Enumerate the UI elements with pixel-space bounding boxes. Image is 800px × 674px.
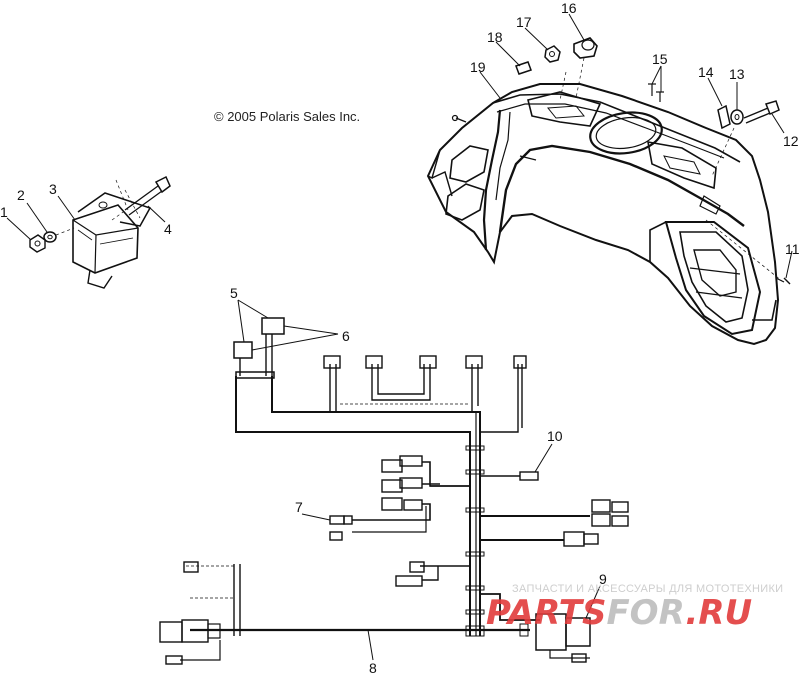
watermark-logo-left: PARTS (486, 593, 606, 633)
callout-7: 7 (295, 499, 303, 515)
dash-panel (426, 83, 780, 346)
callout-14: 14 (698, 64, 714, 80)
callout-3: 3 (49, 181, 57, 197)
callout-10: 10 (547, 428, 563, 444)
callout-6: 6 (342, 328, 350, 344)
callout-1: 1 (0, 204, 8, 220)
callout-5: 5 (230, 285, 238, 301)
control-module (29, 175, 171, 289)
copyright-text: © 2005 Polaris Sales Inc. (214, 109, 360, 124)
hardware-items (515, 37, 791, 285)
callout-9: 9 (599, 571, 607, 587)
callout-4: 4 (164, 221, 172, 237)
watermark-tagline: ЗАПЧАСТИ И АКСЕССУАРЫ ДЛЯ МОТОТЕХНИКИ (512, 583, 783, 595)
watermark-logo-mid: FOR (606, 593, 685, 633)
callout-11: 11 (785, 241, 800, 257)
callout-15: 15 (652, 51, 668, 67)
watermark: ЗАПЧАСТИ И АКСЕССУАРЫ ДЛЯ МОТОТЕХНИКИ PA… (486, 583, 783, 633)
callout-18: 18 (487, 29, 503, 45)
callout-13: 13 (729, 66, 745, 82)
callout-12: 12 (783, 133, 799, 149)
svg-text:PARTSFOR.RU: PARTSFOR.RU (486, 593, 752, 633)
callout-2: 2 (17, 187, 25, 203)
callout-16: 16 (561, 0, 577, 16)
watermark-logo-right: .RU (685, 593, 752, 633)
callout-17: 17 (516, 14, 532, 30)
callout-19: 19 (470, 59, 486, 75)
wiring-harness (159, 317, 629, 665)
callout-8: 8 (369, 660, 377, 674)
